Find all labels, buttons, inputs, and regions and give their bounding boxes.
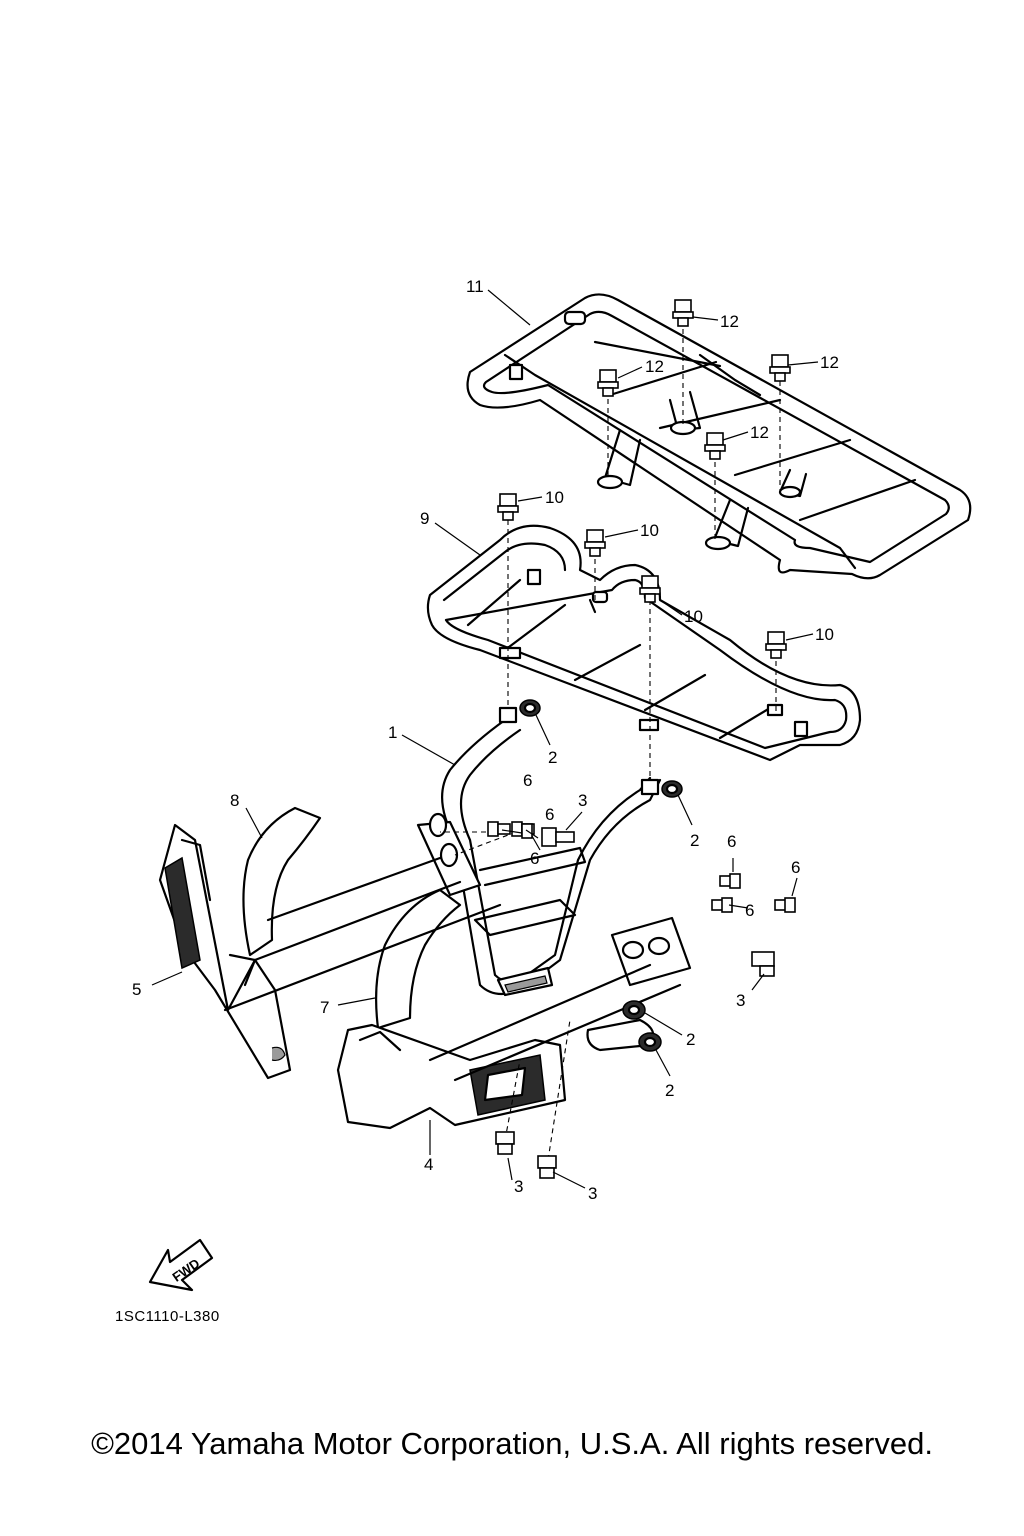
collar-2-a xyxy=(519,699,541,717)
diagram-code: 1SC1110-L380 xyxy=(115,1308,220,1325)
callout-3-a: 3 xyxy=(578,791,587,810)
bolt-3-c xyxy=(495,1131,515,1155)
callout-6-b: 6 xyxy=(545,805,554,824)
callout-12-d: 12 xyxy=(750,423,769,442)
callout-10-b: 10 xyxy=(640,521,659,540)
bolt-12-c xyxy=(769,354,791,382)
callout-3-b: 3 xyxy=(736,991,745,1010)
callout-10-c: 10 xyxy=(684,607,703,626)
callout-5: 5 xyxy=(132,980,141,999)
front-carrier xyxy=(426,524,862,762)
callout-6-c: 6 xyxy=(530,849,539,868)
callout-10-a: 10 xyxy=(545,488,564,507)
callout-9: 9 xyxy=(420,509,429,528)
collar-2-b xyxy=(661,780,683,798)
callout-6-a: 6 xyxy=(523,771,532,790)
bolt-10-a xyxy=(497,493,519,521)
callout-2-a: 2 xyxy=(548,748,557,767)
callout-2-c: 2 xyxy=(686,1030,695,1049)
callout-11: 11 xyxy=(466,277,484,296)
bolt-6-a xyxy=(487,821,511,837)
callout-6-e: 6 xyxy=(745,901,754,920)
bolt-10-c xyxy=(639,575,661,603)
callout-6-d: 6 xyxy=(727,832,736,851)
callout-10-d: 10 xyxy=(815,625,834,644)
bolt-12-b xyxy=(597,369,619,397)
callout-12-b: 12 xyxy=(645,357,664,376)
guard-frame xyxy=(416,706,662,997)
bolt-3-b xyxy=(751,951,775,977)
callout-1: 1 xyxy=(388,723,397,742)
bolt-12-a xyxy=(672,299,694,327)
callout-7: 7 xyxy=(320,998,329,1017)
bolt-12-d xyxy=(704,432,726,460)
callout-2-b: 2 xyxy=(690,831,699,850)
bumper-cover-5 xyxy=(158,823,292,1080)
callout-12-c: 12 xyxy=(820,353,839,372)
callout-3-c: 3 xyxy=(514,1177,523,1196)
bolt-10-d xyxy=(765,631,787,659)
bolt-6-f xyxy=(774,897,796,913)
copyright-notice: ©2014 Yamaha Motor Corporation, U.S.A. A… xyxy=(91,1426,933,1461)
callout-8: 8 xyxy=(230,791,239,810)
callout-3-d: 3 xyxy=(588,1184,597,1203)
side-guard-7 xyxy=(375,888,462,1030)
bolt-10-b xyxy=(584,529,606,557)
fwd-arrow-icon: FWD xyxy=(148,1238,214,1292)
bolt-6-d xyxy=(719,873,741,889)
side-guard-8 xyxy=(242,806,322,957)
collar-2-c xyxy=(622,1000,646,1020)
rear-carrier xyxy=(466,293,972,580)
collar-2-d xyxy=(638,1032,662,1052)
callout-12-a: 12 xyxy=(720,312,739,331)
bolt-3-a xyxy=(541,827,575,847)
bolt-3-d xyxy=(537,1155,557,1179)
callout-6-f: 6 xyxy=(791,858,800,877)
bumper-4 xyxy=(336,1023,567,1130)
callout-2-d: 2 xyxy=(665,1081,674,1100)
callout-4: 4 xyxy=(424,1155,433,1174)
